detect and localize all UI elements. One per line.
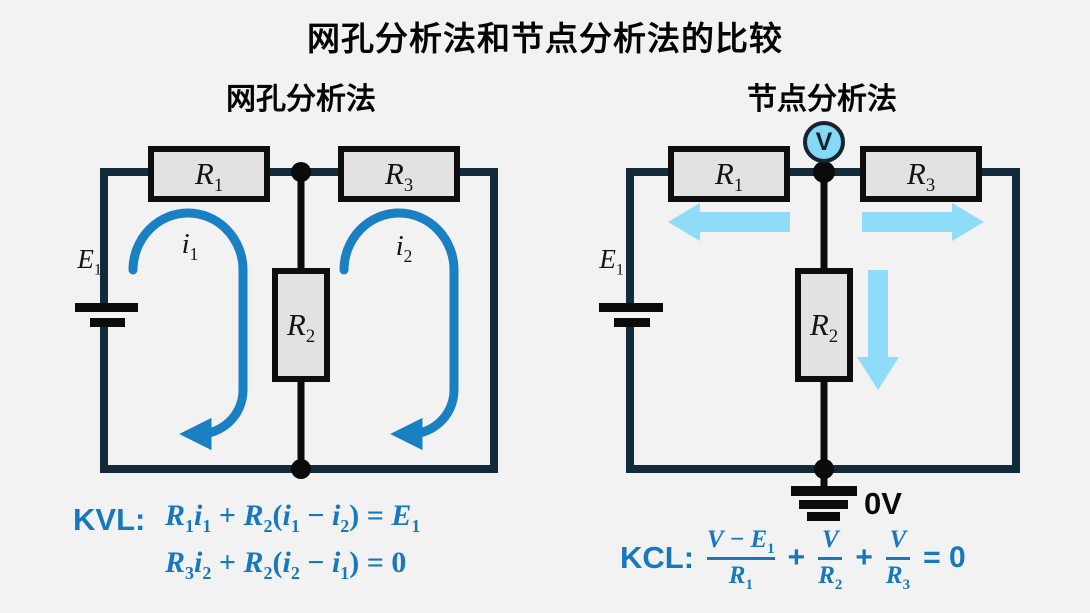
right-resistor-r1: R1	[668, 146, 790, 202]
right-battery-long-plate	[599, 303, 663, 312]
right-resistor-r2: R2	[795, 268, 853, 382]
kvl-equation-line-2: R3i2 + R2(i2 − i1) = 0	[165, 546, 407, 583]
mesh-current-i2-label: i2	[395, 230, 413, 266]
right-resistor-r3-label: R3	[906, 156, 936, 197]
left-resistor-r2-label: R2	[286, 307, 316, 348]
mesh-current-arrow-i1	[128, 208, 248, 451]
kvl-equation-line-1: R1i1 + R2(i1 − i2) = E1	[165, 499, 421, 536]
right-panel-title: 节点分析法	[747, 83, 897, 116]
left-resistor-r2: R2	[272, 268, 330, 382]
left-bottom-node-dot	[291, 459, 311, 479]
current-flow-arrow-down	[857, 270, 899, 390]
ground-bar-2	[799, 500, 848, 509]
right-source-e1-label: E1	[599, 244, 624, 279]
ground-voltage-label: 0V	[864, 486, 902, 521]
left-source-e1-label: E1	[77, 244, 102, 279]
mesh-current-i1-label: i1	[181, 228, 199, 264]
current-flow-arrow-left	[668, 203, 790, 241]
ground-bar-3	[807, 512, 840, 521]
left-battery-short-plate	[90, 318, 125, 327]
left-panel-title: 网孔分析法	[226, 83, 376, 116]
right-battery-short-plate	[614, 318, 650, 327]
left-battery-long-plate	[75, 303, 138, 312]
right-resistor-r1-label: R1	[714, 156, 744, 197]
left-resistor-r3: R3	[338, 146, 460, 202]
mesh-current-arrow-i2	[339, 208, 459, 451]
left-top-node-dot	[291, 162, 311, 182]
right-resistor-r3: R3	[860, 146, 982, 202]
right-top-node-dot	[813, 161, 835, 183]
ground-bar-1	[791, 486, 857, 496]
kcl-label: KCL:	[620, 540, 695, 575]
left-resistor-r3-label: R3	[384, 156, 414, 197]
kvl-label: KVL:	[73, 502, 146, 537]
current-flow-arrow-right	[862, 203, 984, 241]
voltmeter-letter: V	[815, 127, 833, 156]
right-resistor-r2-label: R2	[809, 307, 839, 348]
voltmeter-icon	[803, 121, 845, 163]
left-resistor-r1-label: R1	[194, 156, 224, 197]
page-title: 网孔分析法和节点分析法的比较	[307, 20, 783, 57]
left-resistor-r1: R1	[148, 146, 270, 202]
